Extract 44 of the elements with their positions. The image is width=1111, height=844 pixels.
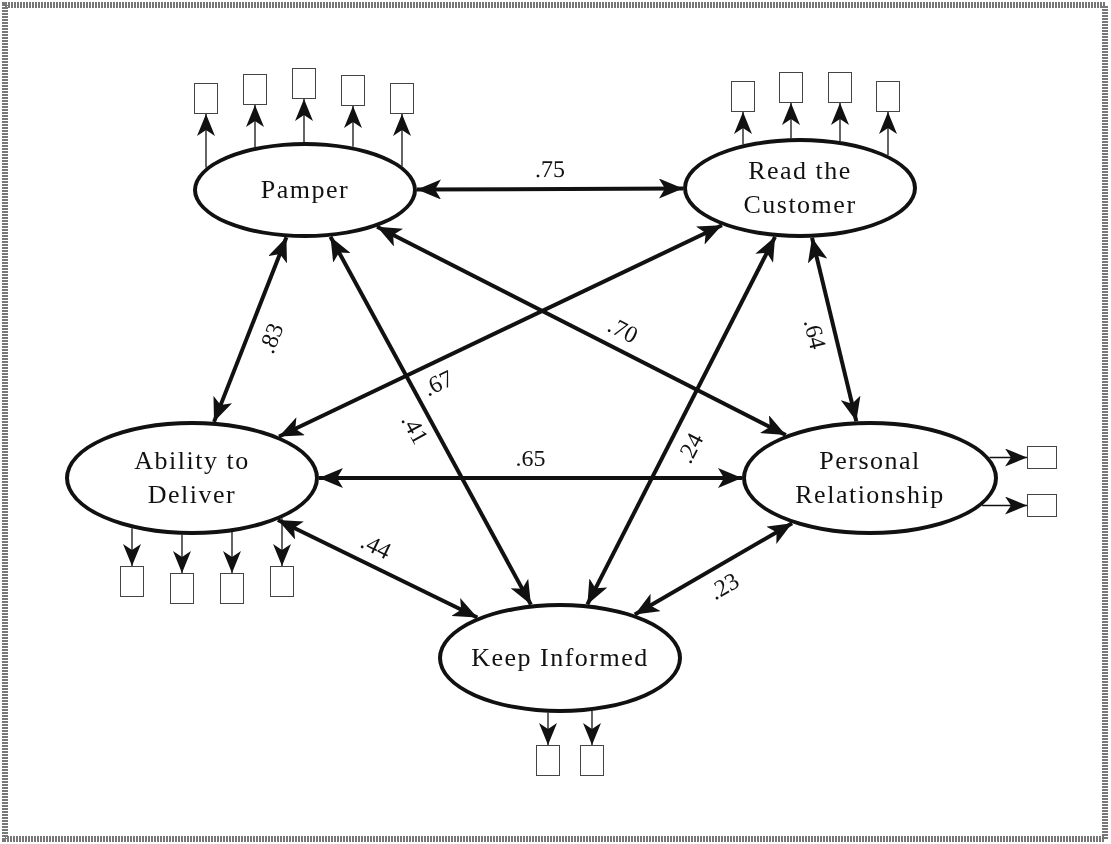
indicator-box [270, 566, 294, 597]
arrow [539, 712, 557, 746]
double-headed-arrow [376, 224, 787, 437]
arrow [734, 111, 752, 145]
indicator-box [876, 81, 900, 112]
arrow [782, 102, 800, 139]
node-label: Personal Relationship [794, 445, 946, 511]
node-label: Ability to Deliver [133, 445, 251, 511]
indicator-box [194, 83, 218, 114]
indicator-box [170, 573, 194, 604]
node-label: Keep Informed [470, 642, 650, 675]
indicator-box [120, 566, 144, 597]
double-headed-arrow [328, 235, 533, 606]
indicator-box [536, 745, 560, 776]
indicator-box [731, 81, 755, 112]
double-headed-arrow [212, 236, 289, 423]
arrow [393, 113, 411, 167]
indicator-box [341, 75, 365, 106]
double-headed-arrow [585, 235, 777, 606]
arrow [273, 517, 291, 567]
indicator-box [580, 745, 604, 776]
double-headed-arrow [319, 468, 742, 488]
indicator-box [779, 72, 803, 103]
arrow [981, 496, 1028, 515]
double-headed-arrow [807, 237, 861, 422]
indicator-box [292, 68, 316, 99]
indicator-box [1027, 446, 1057, 469]
arrow [583, 710, 601, 746]
indicator-box [220, 573, 244, 604]
indicator-box [390, 83, 414, 114]
arrow [295, 98, 313, 143]
arrow [197, 113, 215, 169]
double-headed-arrow [277, 518, 479, 620]
double-headed-arrow [633, 521, 794, 617]
indicator-box [1027, 494, 1057, 517]
node-label: Pamper [259, 174, 351, 207]
indicator-box [243, 74, 267, 105]
double-headed-arrow [278, 223, 723, 439]
node-label: Read the Customer [742, 155, 858, 221]
arrow [123, 527, 141, 567]
indicator-box [828, 72, 852, 103]
arrow [879, 111, 897, 156]
double-headed-arrow [417, 178, 683, 200]
arrow [173, 534, 191, 574]
